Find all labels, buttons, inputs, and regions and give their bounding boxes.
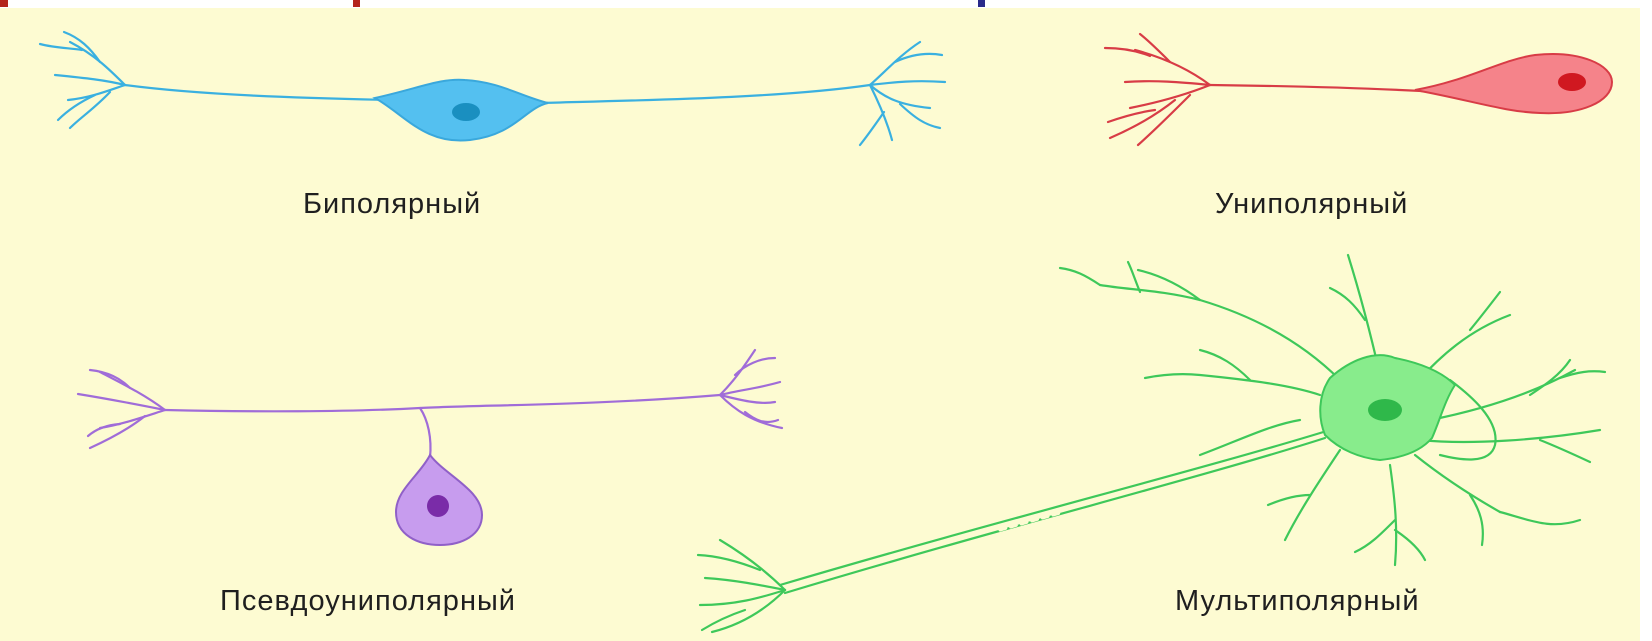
- bipolar-dendrites-left: [40, 32, 125, 128]
- bipolar-neuron: [40, 32, 945, 145]
- bipolar-label: Биполярный: [303, 188, 481, 221]
- unipolar-neuron: [1105, 34, 1612, 145]
- pseudounipolar-dendrites-right: [720, 350, 782, 428]
- pseudounipolar-label: Псевдоуниполярный: [220, 585, 516, 618]
- unipolar-label: Униполярный: [1215, 188, 1408, 221]
- pseudounipolar-dendrites-left: [78, 370, 165, 448]
- pseudounipolar-process: [165, 395, 720, 411]
- pseudounipolar-neuron: [78, 350, 782, 545]
- multipolar-nucleus: [1368, 399, 1402, 421]
- multipolar-axon-terminals: [698, 540, 785, 632]
- bipolar-process: [125, 85, 390, 100]
- bipolar-dendrites-right: [860, 42, 945, 145]
- multipolar-axon: [780, 430, 1330, 585]
- bipolar-nucleus: [452, 103, 480, 121]
- unipolar-dendrites: [1105, 34, 1210, 145]
- unipolar-process: [1210, 85, 1440, 92]
- unipolar-nucleus: [1558, 73, 1586, 91]
- pseudounipolar-nucleus: [427, 495, 449, 517]
- multipolar-label: Мультиполярный: [1175, 585, 1420, 618]
- multipolar-neuron: [698, 255, 1605, 632]
- bipolar-process: [540, 85, 870, 103]
- pseudounipolar-stalk: [420, 408, 431, 458]
